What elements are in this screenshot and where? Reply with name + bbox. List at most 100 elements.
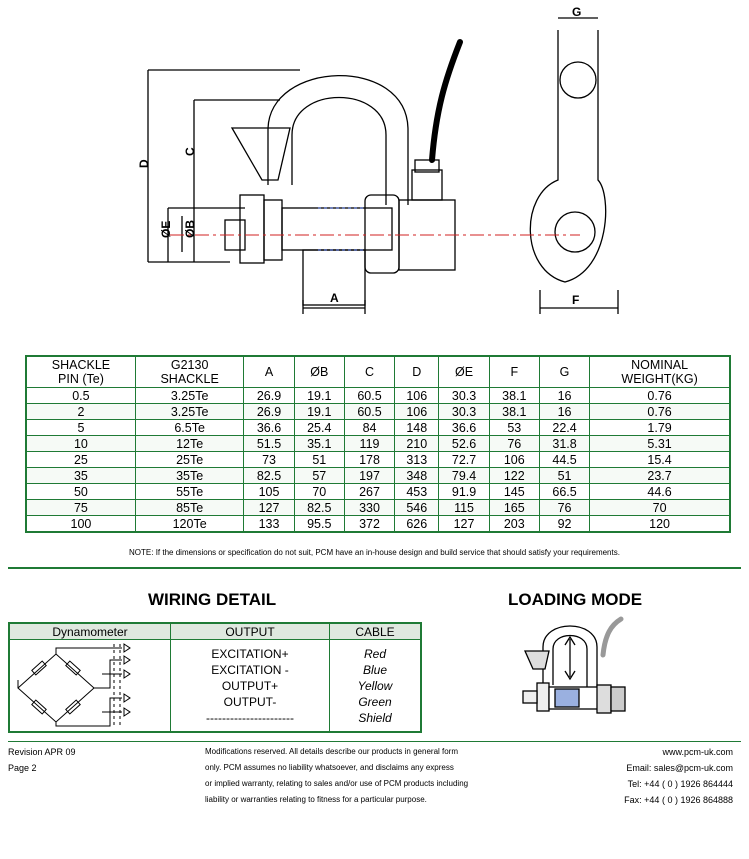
spec-table-cell: 75: [25, 499, 136, 516]
spec-table-cell: 51.5: [243, 435, 295, 452]
spec-table-cell: 626: [394, 515, 440, 533]
spec-table-cell: 30.3: [438, 387, 490, 404]
spec-table-cell: 453: [394, 483, 440, 500]
dim-d-label: D: [137, 159, 151, 168]
spec-table-cell: 105: [243, 483, 295, 500]
spec-table-cell: 106: [488, 451, 540, 468]
spec-table-cell: 330: [343, 499, 396, 516]
spec-table-cell: 35: [25, 467, 136, 484]
spec-table-cell: 38.1: [488, 387, 540, 404]
output-excitation-minus: EXCITATION -: [211, 662, 289, 677]
spec-table-cell: 84: [343, 419, 396, 436]
output-shield: ----------------------: [206, 710, 294, 725]
spec-table-cell: 60.5: [343, 387, 396, 404]
spec-table-cell: 52.6: [438, 435, 490, 452]
spec-table-cell: 5.31: [589, 435, 731, 452]
spec-table-cell: 91.9: [438, 483, 490, 500]
spec-table-cell: 15.4: [589, 451, 731, 468]
spec-header-text: C: [365, 365, 375, 379]
website-link[interactable]: www.pcm-uk.com: [662, 747, 733, 757]
dim-b-label: ØB: [183, 220, 197, 238]
wiring-header-dynamometer: Dynamometer: [8, 622, 171, 640]
spec-table-cell: 51: [538, 467, 591, 484]
spec-table-cell: 66.5: [538, 483, 591, 500]
spec-table-cell: 50: [25, 483, 136, 500]
spec-table-cell: 148: [394, 419, 440, 436]
spec-table-cell: 115: [438, 499, 490, 516]
spec-table-cell: 145: [488, 483, 540, 500]
spec-table-cell: 57: [293, 467, 345, 484]
spec-table-cell: 76: [488, 435, 540, 452]
spec-table-cell: 120Te: [134, 515, 245, 533]
spec-table-cell: 44.6: [589, 483, 731, 500]
email-link[interactable]: Email: sales@pcm-uk.com: [626, 763, 733, 773]
spec-table-cell: 82.5: [293, 499, 345, 516]
spec-table-cell: 35Te: [134, 467, 245, 484]
spec-table-cell: 372: [343, 515, 396, 533]
disclaimer-line: only. PCM assumes no liability whatsoeve…: [205, 763, 454, 772]
spec-table-cell: 1.79: [589, 419, 731, 436]
disclaimer: Modifications reserved. All details desc…: [205, 744, 468, 808]
spec-table-cell: 12Te: [134, 435, 245, 452]
spec-table-cell: 546: [394, 499, 440, 516]
spec-table-cell: 36.6: [438, 419, 490, 436]
spec-header-text: G2130: [170, 358, 209, 372]
cable-yellow: Yellow: [357, 678, 393, 693]
footer-left: Revision APR 09 Page 2: [8, 744, 76, 776]
fax-text: Fax: +44 ( 0 ) 1926 864888: [624, 795, 733, 805]
cable-list: Red Blue Yellow Green Shield: [329, 639, 422, 733]
spec-table-cell: 178: [343, 451, 396, 468]
spec-table-cell: 203: [488, 515, 540, 533]
spec-table-cell: 95.5: [293, 515, 345, 533]
spec-header-cell: ØE: [438, 355, 490, 388]
note-text: NOTE: If the dimensions or specification…: [129, 548, 620, 557]
spec-header-cell: A: [243, 355, 295, 388]
spec-header-text: G: [559, 365, 570, 379]
spec-table-cell: 3.25Te: [134, 387, 245, 404]
spec-table-cell: 26.9: [243, 403, 295, 420]
spec-header-text: WEIGHT(KG): [621, 372, 698, 386]
spec-table-cell: 79.4: [438, 467, 490, 484]
spec-table-cell: 36.6: [243, 419, 295, 436]
spec-table-cell: 10: [25, 435, 136, 452]
spec-table-cell: 19.1: [293, 387, 345, 404]
spec-table-cell: 0.76: [589, 387, 731, 404]
spec-header-text: ØB: [310, 365, 329, 379]
spec-table-cell: 82.5: [243, 467, 295, 484]
revision-text: Revision APR 09: [8, 747, 76, 757]
spec-table-cell: 70: [293, 483, 345, 500]
wiring-header-output: OUTPUT: [170, 622, 330, 640]
spec-table-cell: 85Te: [134, 499, 245, 516]
disclaimer-line: Modifications reserved. All details desc…: [205, 747, 459, 756]
spec-table-cell: 2: [25, 403, 136, 420]
footer-divider: [8, 741, 741, 742]
spec-table-cell: 210: [394, 435, 440, 452]
spec-table-cell: 106: [394, 387, 440, 404]
spec-table-cell: 127: [438, 515, 490, 533]
spec-table-cell: 23.7: [589, 467, 731, 484]
spec-table-cell: 0.76: [589, 403, 731, 420]
spec-table-cell: 25.4: [293, 419, 345, 436]
dim-g-label: G: [572, 5, 581, 19]
spec-table-cell: 26.9: [243, 387, 295, 404]
spec-header-cell: C: [343, 355, 396, 388]
spec-table-cell: 106: [394, 403, 440, 420]
spec-header-text: NOMINAL: [631, 358, 689, 372]
spec-table-cell: 0.5: [25, 387, 136, 404]
spec-table-cell: 73: [243, 451, 295, 468]
spec-table-cell: 5: [25, 419, 136, 436]
spec-table-cell: 120: [589, 515, 731, 533]
spec-header-cell: G: [538, 355, 591, 388]
output-list: EXCITATION+ EXCITATION - OUTPUT+ OUTPUT-…: [170, 639, 330, 733]
dim-c-label: C: [183, 147, 197, 156]
